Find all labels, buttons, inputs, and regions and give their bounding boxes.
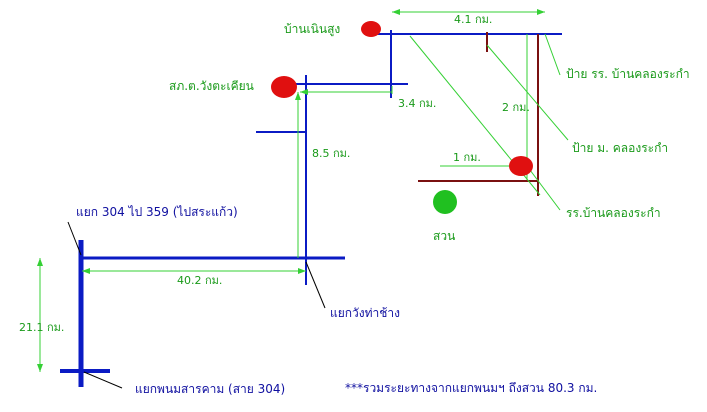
leader-sign-school [544, 33, 561, 76]
local-roads [418, 32, 539, 196]
arrowheads [37, 9, 545, 372]
marker-police [271, 76, 297, 98]
label-distance-21-1: 21.1 กม. [19, 321, 65, 334]
label-junction-phanom: แยกพนมสารคาม (สาย 304) [135, 382, 286, 396]
marker-school [509, 156, 533, 176]
arrow-21-1-down [37, 364, 43, 372]
arrow-8-5-up [295, 92, 301, 100]
label-junction-304-359: แยก 304 ไป 359 (ไปสระแก้ว) [76, 205, 238, 219]
leader-sign-village [486, 44, 569, 141]
label-sign-village: ป้าย ม. คลองระกำ [572, 141, 669, 155]
label-ban-noen-sung: บ้านเนินสูง [284, 22, 341, 36]
leader-junction-304-359 [67, 221, 82, 256]
marker-garden [433, 190, 457, 214]
markers [271, 21, 533, 214]
dimension-lines [39, 11, 569, 372]
arrow-21-1-up [37, 258, 43, 266]
label-distance-1: 1 กม. [453, 151, 481, 164]
label-school: รร.บ้านคลองระกำ [566, 206, 661, 220]
label-distance-40-2: 40.2 กม. [177, 274, 223, 287]
label-junction-wang-tha-chang: แยกวังท่าช้าง [330, 306, 401, 320]
leader-wang-tha-chang [305, 261, 326, 309]
label-police-station: สภ.ต.วังตะเคียน [169, 79, 254, 93]
marker-noen-sung [361, 21, 381, 37]
leader-school [529, 169, 561, 211]
leader-phanom [83, 371, 123, 389]
label-distance-8-5: 8.5 กม. [312, 147, 351, 160]
label-distance-4-1: 4.1 กม. [454, 13, 493, 26]
arrow-40-2-left [82, 268, 90, 274]
main-roads [60, 30, 562, 387]
label-garden: สวน [433, 229, 456, 243]
label-sign-school: ป้าย รร. บ้านคลองระกำ [566, 67, 690, 81]
arrow-3-4-left [300, 89, 308, 95]
label-leaders [67, 221, 326, 389]
arrow-4-1-right [537, 9, 545, 15]
label-distance-2: 2 กม. [502, 101, 530, 114]
label-distance-3-4: 3.4 กม. [398, 97, 437, 110]
total-distance-note: ***รวมระยะทางจากแยกพนมฯ ถึงสวน 80.3 กม. [345, 381, 598, 395]
arrow-40-2-right [298, 268, 306, 274]
arrow-4-1-left [392, 9, 400, 15]
